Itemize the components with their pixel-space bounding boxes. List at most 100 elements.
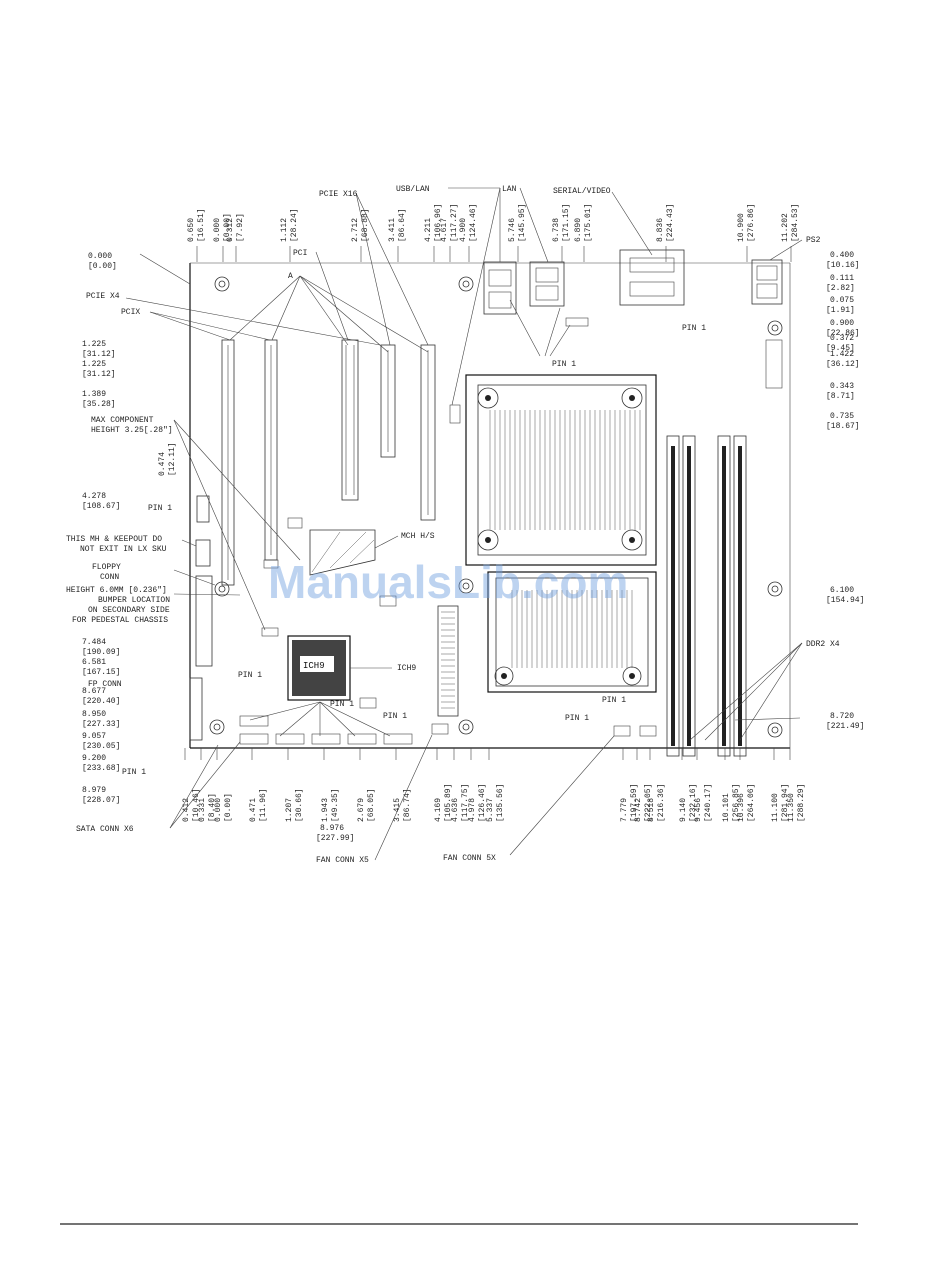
- bottom-dim-value: 9.456: [694, 798, 703, 822]
- callout-labels: USB/LAN LAN SERIAL/VIDEO PCIE X16 PCI A …: [66, 185, 840, 865]
- top-dim-value: 0.000: [213, 218, 222, 242]
- usb-lan-label: USB/LAN: [396, 185, 430, 194]
- bottom-dim-value: 8.518: [647, 798, 656, 822]
- right-dim-value: 0.735: [830, 412, 854, 421]
- bottom-dim-value: 0.412: [182, 798, 191, 822]
- left-dim-value: 9.057: [82, 732, 106, 741]
- left-dim-metric: [31.12]: [82, 350, 116, 359]
- top-dim-value: 0.312: [226, 218, 235, 242]
- right-dim-value: 0.343: [830, 382, 854, 391]
- top-dim-value: 6.738: [552, 218, 561, 242]
- mh-keepout-label-2: NOT EXIT IN LX SKU: [80, 545, 167, 554]
- dimm-slots: [666, 435, 747, 757]
- right-dim-value: 6.100: [830, 586, 854, 595]
- bottom-dim-value: 4.169: [434, 798, 443, 822]
- top-dim-value: 4.617: [440, 218, 449, 242]
- bottom-dim-value: 2.679: [357, 798, 366, 822]
- top-dim-metric: [86.64]: [398, 208, 407, 242]
- mch-hs-label: MCH H/S: [401, 532, 435, 541]
- right-dim-value: 1.422: [830, 350, 854, 359]
- a-label: A: [288, 272, 293, 281]
- bottom-dim-metric: [240.17]: [704, 784, 713, 822]
- top-dim-metric: [28.24]: [290, 208, 299, 242]
- top-dim-metric: [224.43]: [666, 204, 675, 242]
- pci-label: PCI: [293, 249, 307, 258]
- ps2-label: PS2: [806, 236, 821, 245]
- bottom-dim-metric: [8.40]: [208, 793, 217, 822]
- right-dim-metric: [221.49]: [826, 722, 864, 731]
- misc-connectors: [189, 495, 657, 745]
- ich9-chip: ICH9: [287, 635, 351, 701]
- top-dim-metric: [175.01]: [584, 204, 593, 242]
- bumper-label-4: FOR PEDESTAL CHASSIS: [72, 616, 168, 625]
- bottom-dim-metric: [222.05]: [644, 784, 653, 822]
- right-dimension-labels: 0.400[10.16]0.111[2.82]0.075[1.91]0.900[…: [826, 251, 864, 731]
- right-dim-value: 0.900: [830, 319, 854, 328]
- top-dim-value: 8.836: [656, 218, 665, 242]
- bottom-dim-value: 9.140: [679, 798, 688, 822]
- fan-conn-right-label: FAN CONN 5X: [443, 854, 496, 863]
- bottom-dim-metric: [216.36]: [657, 784, 666, 822]
- top-dim-value: 11.202: [781, 213, 790, 242]
- right-dim-metric: [1.91]: [826, 306, 855, 315]
- bottom-dim-value: 0.331: [198, 798, 207, 822]
- top-dim-metric: [276.86]: [747, 204, 756, 242]
- left-dim-value: 8.677: [82, 687, 106, 696]
- right-dim-value: 0.400: [830, 251, 854, 260]
- right-dim-value: 0.372: [830, 334, 854, 343]
- left-dim-metric: [230.05]: [82, 742, 120, 751]
- left-dim-metric: [31.12]: [82, 370, 116, 379]
- left-dim-metric: [167.15]: [82, 668, 120, 677]
- bottom-dim-metric: [256.85]: [732, 784, 741, 822]
- bottom-dimension-labels: 0.412[10.46]0.331[8.40]0.000[0.00]0.471[…: [182, 748, 806, 822]
- bottom-dim-metric: [126.46]: [478, 784, 487, 822]
- left-dim-value: 8.979: [82, 786, 106, 795]
- right-dim-metric: [18.67]: [826, 422, 860, 431]
- max-component-label-1: MAX COMPONENT: [91, 416, 154, 425]
- top-dim-metric: [68.88]: [361, 208, 370, 242]
- fan-conn-left-label: FAN CONN X5: [316, 856, 369, 865]
- top-dim-metric: [0.00]: [223, 213, 232, 242]
- left-dim-value: 6.581: [82, 658, 106, 667]
- top-dim-metric: [145.95]: [518, 204, 527, 242]
- pin1-label-dimm: PIN 1: [602, 696, 626, 705]
- top-dim-value: 5.746: [508, 218, 517, 242]
- right-dim-metric: [10.16]: [826, 261, 860, 270]
- pin1-label-fan: PIN 1: [383, 712, 407, 721]
- bottom-dim-metric: [30.66]: [295, 788, 304, 822]
- pin1-label-ps2: PIN 1: [682, 324, 706, 333]
- right-dim-metric: [36.12]: [826, 360, 860, 369]
- bottom-dim-metric: [105.89]: [444, 784, 453, 822]
- top-dim-value: 10.900: [737, 213, 746, 242]
- left-dim-value: 0.474: [158, 452, 167, 476]
- bottom-dim-metric: [49.35]: [331, 788, 340, 822]
- top-dim-value: 6.890: [574, 218, 583, 242]
- top-dim-value: 4.900: [459, 218, 468, 242]
- left-dim-value: 7.484: [82, 638, 106, 647]
- left-dim-value: 1.225: [82, 340, 106, 349]
- left-dim-metric: [233.68]: [82, 764, 120, 773]
- right-dim-metric: [22.86]: [826, 329, 860, 338]
- bumper-label-2: BUMPER LOCATION: [98, 596, 170, 605]
- pcie-x16-label: PCIE X16: [319, 190, 358, 199]
- left-dim-metric: [190.09]: [82, 648, 120, 657]
- left-dim-value: 1.225: [82, 360, 106, 369]
- bottom-dim-value: 10.101: [722, 793, 731, 822]
- pin1-label-top: PIN 1: [552, 360, 576, 369]
- right-dim-metric: [8.71]: [826, 392, 855, 401]
- bottom-dim-metric: [288.29]: [797, 784, 806, 822]
- top-dim-metric: [171.15]: [562, 204, 571, 242]
- bottom-dim-value: 1.943: [321, 798, 330, 822]
- bottom-dim-metric: [117.75]: [461, 784, 470, 822]
- left-dim-metric: [0.00]: [88, 262, 117, 271]
- bottom-dim-value: 5.337: [486, 798, 495, 822]
- bottom-dim-metric: [197.59]: [630, 784, 639, 822]
- top-dim-metric: [124.46]: [469, 204, 478, 242]
- pcix-label: PCIX: [121, 308, 140, 317]
- left-dim-metric: [12.11]: [168, 442, 177, 476]
- bottom-dim-metric: [0.00]: [224, 793, 233, 822]
- pin1-label-fp: PIN 1: [122, 768, 146, 777]
- right-dim-value: 8.720: [830, 712, 854, 721]
- bottom-dim-metric: [232.16]: [689, 784, 698, 822]
- top-dim-metric: [106.96]: [434, 204, 443, 242]
